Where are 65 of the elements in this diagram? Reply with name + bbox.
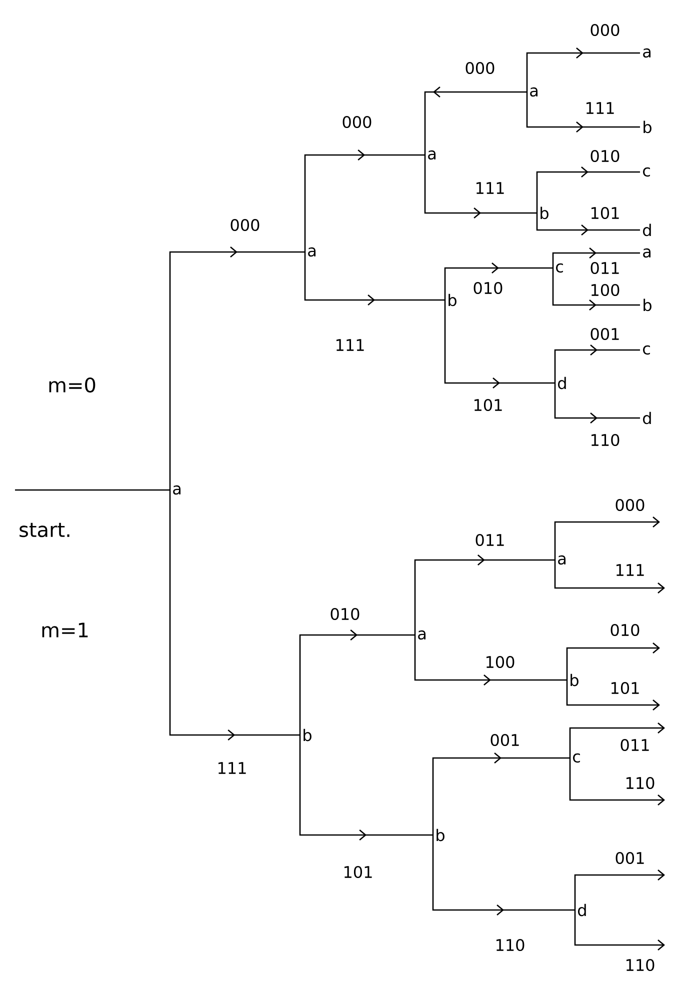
input-label: start. (20, 522, 70, 538)
edge-label: 001 (488, 732, 522, 748)
state-label: b (304, 728, 312, 742)
input-label: m=0 (49, 377, 96, 393)
edge-label: 001 (614, 850, 646, 866)
edge-label: 000 (464, 60, 496, 76)
state-label: d (643, 412, 651, 424)
state-label: b (644, 298, 652, 312)
state-label: a (308, 247, 316, 257)
branch-arrow (554, 560, 665, 594)
edge-label: 101 (472, 398, 504, 412)
edge-label: 010 (608, 622, 642, 638)
edge-label: 111 (614, 563, 646, 577)
state-label: b (644, 120, 652, 134)
edge-label: 101 (608, 680, 642, 696)
state-label: a (428, 150, 436, 160)
edge-label: 000 (588, 22, 622, 38)
edge-label: 101 (588, 206, 622, 220)
edge-label: 000 (340, 114, 374, 130)
edge-label: 111 (216, 761, 248, 775)
branch-arrow (574, 910, 665, 950)
branch-arrow (566, 680, 660, 710)
state-label: a (643, 48, 650, 58)
edge-label: 111 (334, 338, 366, 352)
branch-arrow (569, 758, 665, 806)
input-label: m=1 (42, 622, 88, 638)
state-label: b (570, 674, 578, 686)
edge-label: 001 (588, 326, 622, 342)
state-label: d (643, 224, 651, 236)
state-label: a (173, 485, 180, 495)
state-label: c (573, 753, 580, 763)
edge-label: 100 (484, 654, 516, 670)
edge-label: 110 (588, 432, 622, 448)
state-label: c (643, 167, 650, 177)
branch-arrow (574, 870, 665, 910)
branch-arrow (554, 516, 660, 560)
edge-label: 011 (588, 260, 622, 276)
state-label: a (558, 555, 566, 565)
edge-label: 010 (472, 280, 504, 296)
edge-label: 110 (624, 776, 656, 790)
edge-label: 111 (474, 181, 506, 195)
edge-label: 011 (474, 532, 506, 548)
state-label: b (540, 206, 548, 220)
state-label: d (558, 376, 566, 390)
edge-label: 000 (228, 218, 262, 232)
branch-arrow (569, 722, 665, 758)
state-label: c (556, 263, 563, 273)
edge-label: 000 (614, 498, 646, 512)
state-label: a (418, 630, 426, 640)
start-line (15, 489, 170, 491)
state-label: a (530, 87, 538, 97)
edge-label: 100 (588, 282, 622, 298)
branch-arrow (566, 642, 660, 680)
state-label: c (643, 345, 650, 355)
edge-label: 010 (588, 148, 622, 164)
edge-label: 101 (342, 864, 374, 880)
edge-label: 011 (618, 738, 652, 752)
edge-label: 111 (584, 101, 616, 115)
edge-label: 010 (328, 606, 362, 622)
state-label: b (436, 828, 444, 842)
state-label: b (448, 294, 456, 306)
state-label: d (578, 904, 586, 916)
state-label: a (643, 248, 650, 258)
edge-label: 110 (624, 958, 656, 972)
edge-label: 110 (494, 938, 526, 952)
